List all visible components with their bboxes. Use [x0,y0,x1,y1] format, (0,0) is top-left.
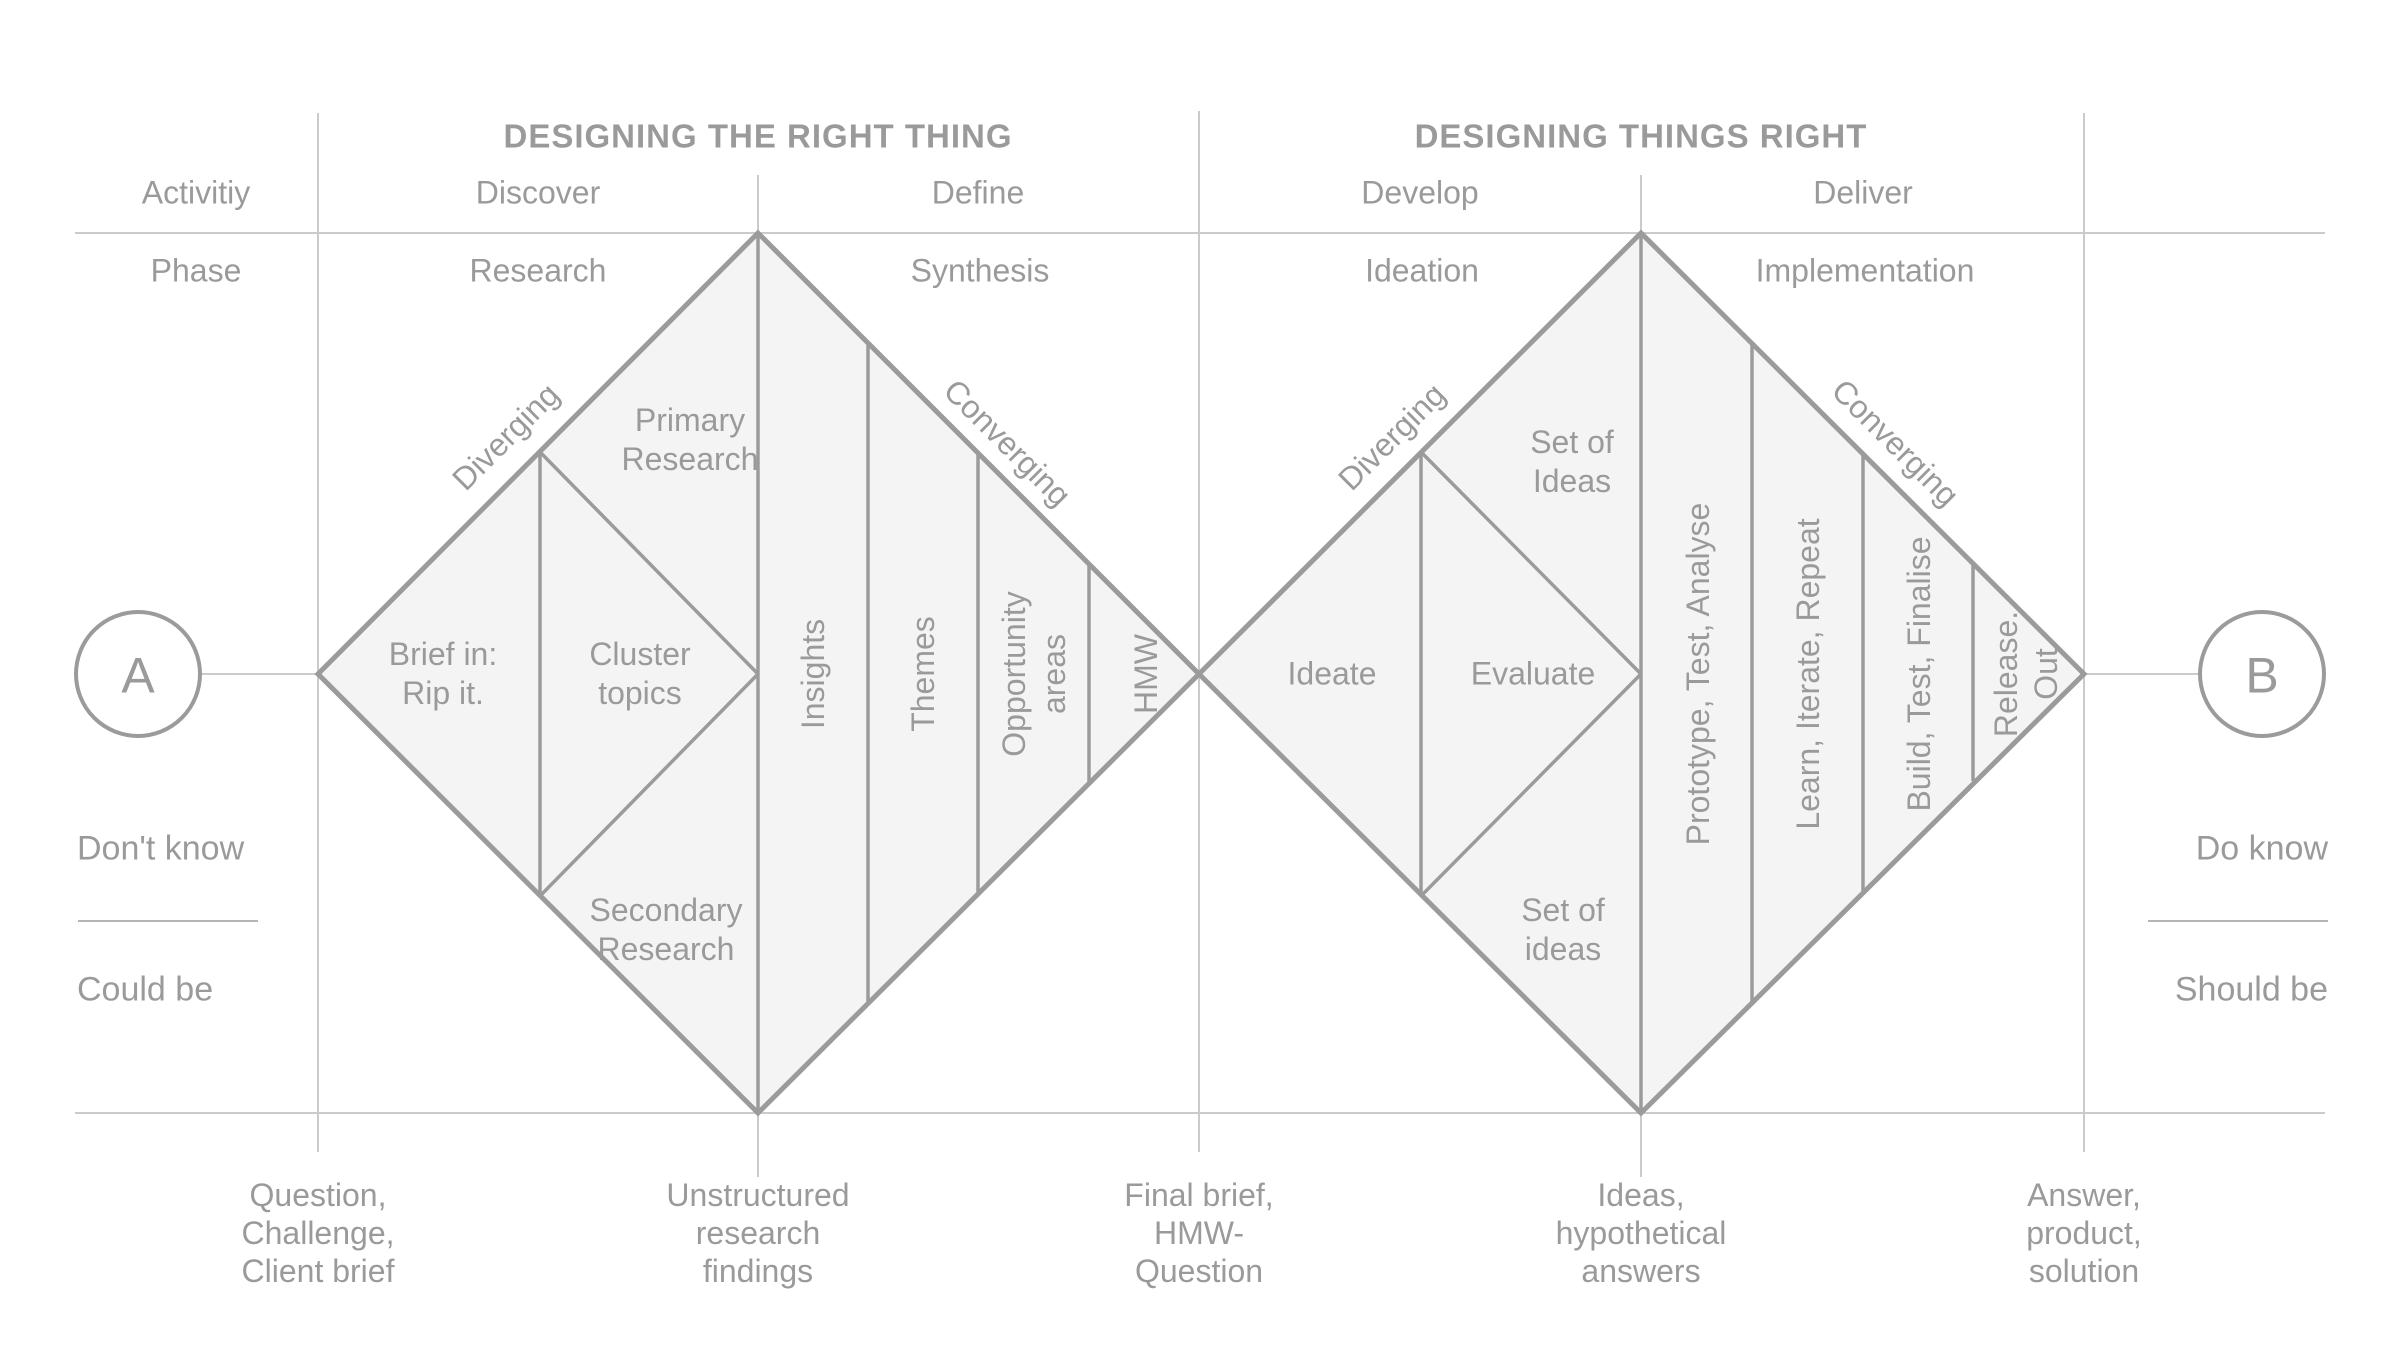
phase-research: Research [469,252,607,289]
milestone-final-brief: Final brief, HMW- Question [1124,1177,1274,1289]
circle-b [2198,610,2326,738]
endpoint-a-label: A [121,647,155,704]
d2-col-release: Release. Out [1988,610,2064,738]
row-phase-label: Phase [150,252,242,289]
header-left: DESIGNING THE RIGHT THING [503,117,1013,155]
circle-a [74,610,202,738]
d1-primary-label: Primary Research [621,402,759,477]
d2-evaluate-label: Evaluate [1470,655,1596,692]
d1-col-hmw: HMW [1128,634,1164,714]
activity-deliver: Deliver [1813,174,1913,211]
phase-synthesis: Synthesis [910,252,1050,289]
d1-cluster-bottom-edge [538,672,760,898]
d2-col-learn: Learn, Iterate, Repeat [1790,518,1826,830]
header-right: DESIGNING THINGS RIGHT [1414,117,1868,155]
d2-col-build: Build, Test, Finalise [1901,536,1937,812]
d1-brief-label: Brief in: Rip it. [388,636,498,711]
d2-evaluate-top-edge [1419,450,1643,676]
activity-discover: Discover [475,174,601,211]
phase-ideation: Ideation [1365,252,1479,289]
activity-define: Define [931,174,1025,211]
grid-lines [75,111,2325,1177]
left-dont-know-label: Don't know [77,829,245,868]
right-do-know-label: Do know [2195,829,2328,868]
right-should-be-label: Should be [2174,970,2328,1009]
milestone-unstructured: Unstructured research findings [666,1177,850,1289]
activity-develop: Develop [1361,174,1479,211]
d1-col-themes: Themes [905,616,941,732]
endpoint-circles [74,610,2326,738]
milestone-ideas: Ideas, hypothetical answers [1555,1177,1727,1289]
milestone-answer: Answer, product, solution [2026,1177,2142,1289]
d1-col-opportunity: Opportunity areas [996,591,1072,757]
d2-col-prototype: Prototype, Test, Analyse [1680,502,1716,846]
d1-cluster-label: Cluster topics [589,636,691,711]
d1-col-insights: Insights [795,618,831,730]
d2-set-bottom-label: Set of ideas [1521,892,1605,967]
d1-secondary-label: Secondary Research [589,892,743,967]
endpoint-b-label: B [2245,647,2279,704]
d2-ideate-label: Ideate [1287,655,1377,692]
row-activity-label: Activitiy [141,174,251,211]
left-could-be-label: Could be [77,970,214,1009]
d2-evaluate-bottom-edge [1419,672,1643,898]
d2-set-top-label: Set of Ideas [1530,424,1614,499]
milestone-question: Question, Challenge, Client brief [241,1177,395,1289]
d1-cluster-top-edge [538,450,760,676]
diamond-inner-lines [538,233,1975,1113]
phase-implementation: Implementation [1755,252,1975,289]
